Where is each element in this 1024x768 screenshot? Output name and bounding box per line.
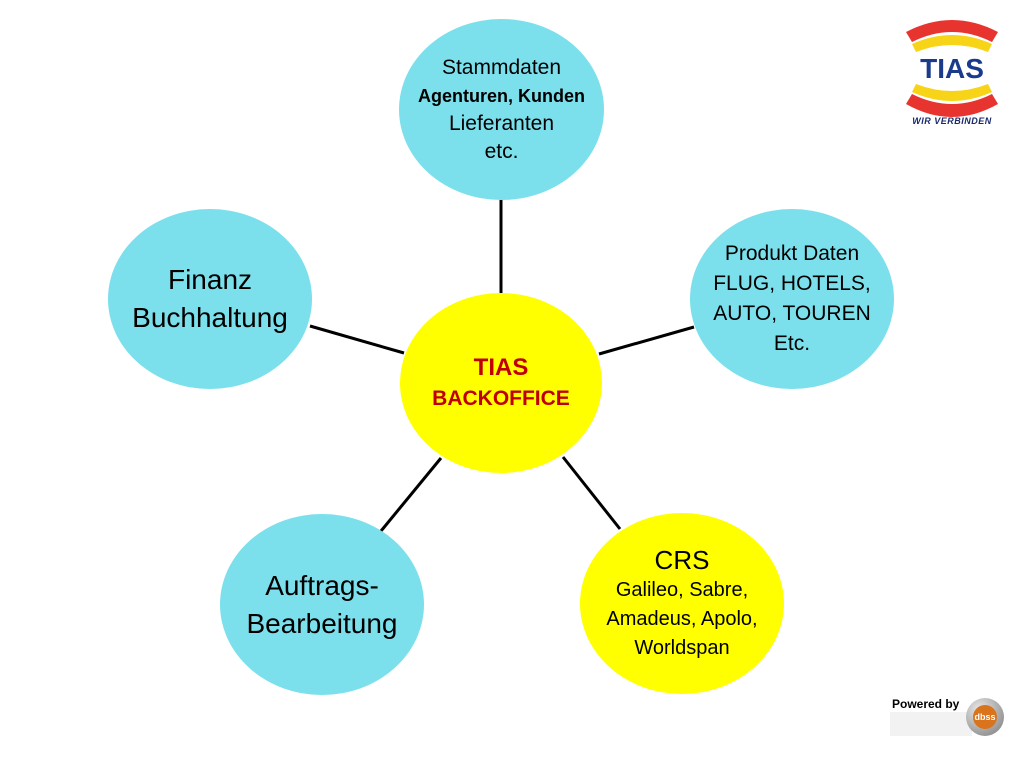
stammdaten-lieferanten: Lieferanten <box>448 111 555 135</box>
node-auftrags-bearbeitung: Auftrags- Bearbeitung <box>220 514 424 695</box>
center-title: TIAS <box>473 354 529 381</box>
produkt-line3: AUTO, TOUREN <box>713 302 871 325</box>
crs-title: CRS <box>654 545 710 575</box>
dbss-badge-text: dbss <box>973 705 997 729</box>
dbss-logo: dbss <box>966 698 1004 736</box>
stammdaten-etc: etc. <box>484 139 519 163</box>
center-subtitle: BACKOFFICE <box>432 387 570 410</box>
connector-right <box>598 325 695 356</box>
produkt-etc: Etc. <box>773 332 811 355</box>
crs-line2: Galileo, Sabre, <box>615 579 749 601</box>
auftrag-line1: Auftrags- <box>265 569 379 601</box>
connector-bottom-left <box>379 457 443 532</box>
produkt-line2: FLUG, HOTELS, <box>713 272 871 295</box>
powered-by-label: Powered by <box>892 697 960 711</box>
logo-tagline: WIR VERBINDEN <box>912 116 992 126</box>
crs-line3: Amadeus, Apolo, <box>606 608 758 630</box>
node-tias-backoffice: TIAS BACKOFFICE <box>400 293 602 473</box>
node-crs: CRS Galileo, Sabre, Amadeus, Apolo, Worl… <box>580 513 784 694</box>
powered-by-box <box>890 712 972 736</box>
tias-logo: TIAS <box>902 18 1002 118</box>
finanz-line2: Buchhaltung <box>132 302 288 333</box>
crs-line4: Worldspan <box>634 637 730 659</box>
node-finanz-buchhaltung: Finanz Buchhaltung <box>108 209 312 389</box>
connector-left <box>309 324 405 355</box>
node-stammdaten: Stammdaten Agenturen, Kunden Lieferanten… <box>399 19 604 200</box>
finanz-line1: Finanz <box>167 264 253 295</box>
stammdaten-title: Stammdaten <box>441 55 562 79</box>
logo-wordmark: TIAS <box>920 53 984 84</box>
produkt-title: Produkt Daten <box>724 242 860 265</box>
connector-bottom-right <box>561 456 622 530</box>
stammdaten-agenturen: Agenturen, Kunden <box>418 85 585 106</box>
auftrag-line2: Bearbeitung <box>246 607 398 639</box>
node-produkt-daten: Produkt Daten FLUG, HOTELS, AUTO, TOUREN… <box>690 209 894 389</box>
